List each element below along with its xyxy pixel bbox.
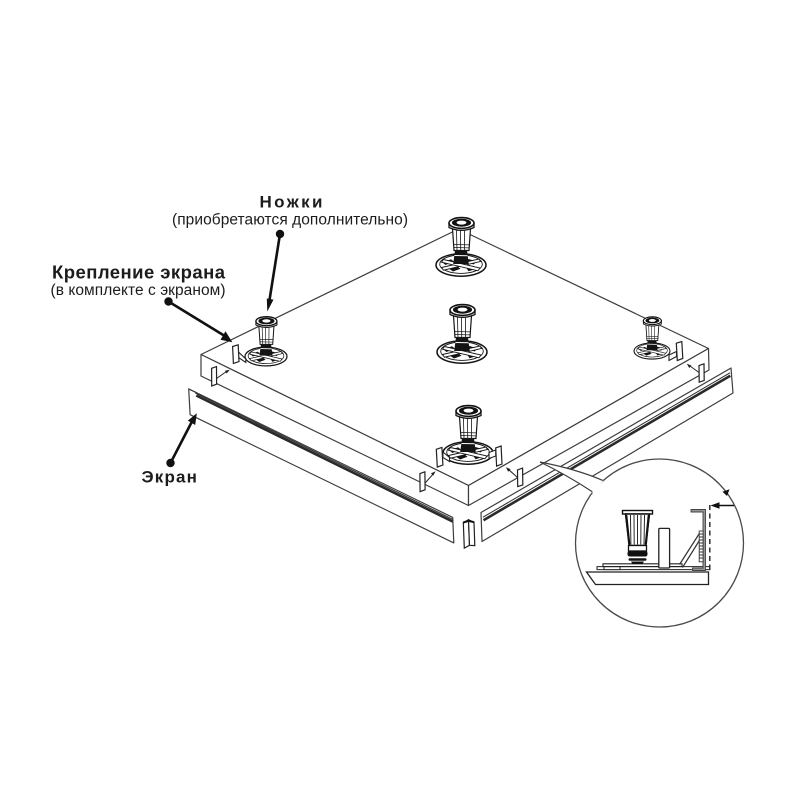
svg-text:(приобретаются дополнительно): (приобретаются дополнительно) xyxy=(172,212,408,229)
svg-text:Крепление экрана: Крепление экрана xyxy=(52,262,226,283)
svg-text:(в комплекте с экраном): (в комплекте с экраном) xyxy=(51,282,226,299)
svg-text:Ножки: Ножки xyxy=(260,193,323,212)
svg-text:Экран: Экран xyxy=(141,468,197,487)
